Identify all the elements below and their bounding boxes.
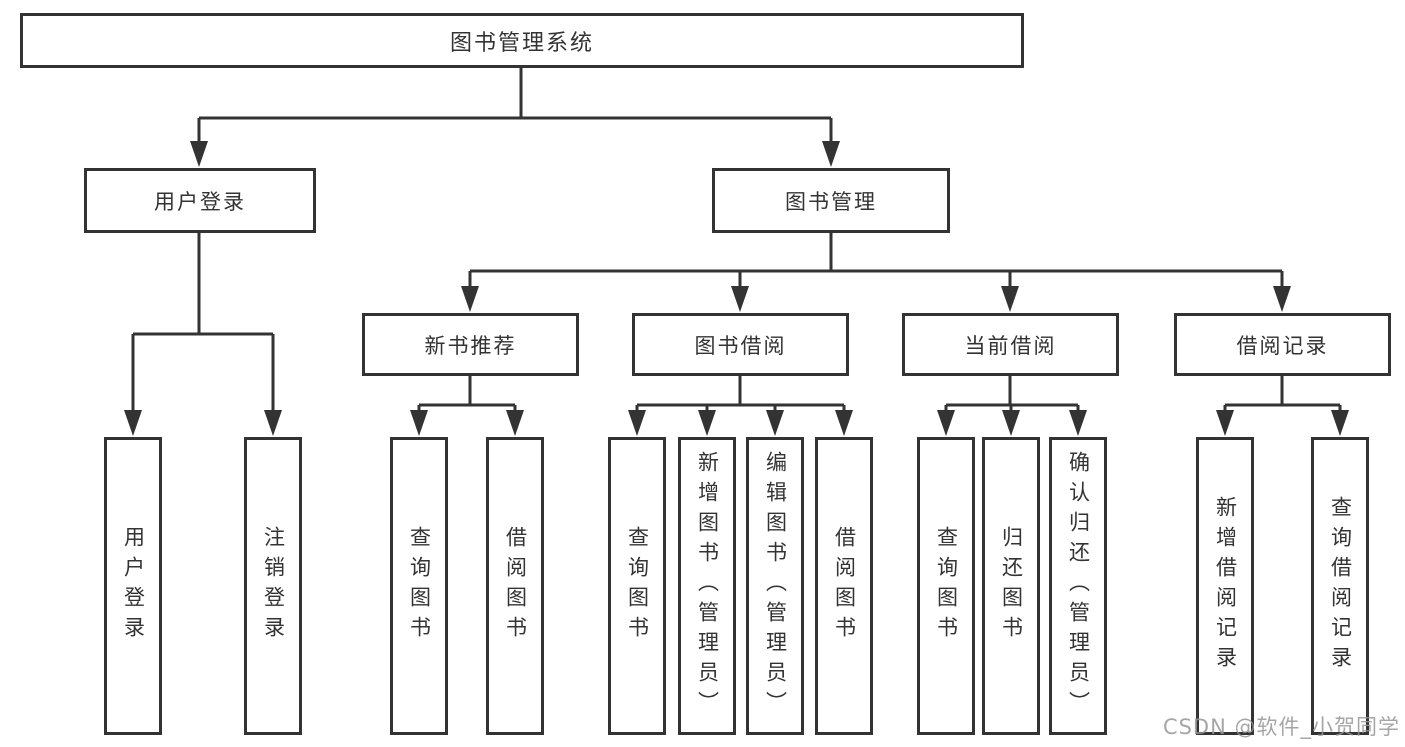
node-borrow-records: 借阅记录 (1174, 313, 1391, 376)
leaf-logout: 注销登录 (244, 437, 302, 735)
leaf-add-books-admin: 新增图书（管理员） (678, 437, 736, 735)
leaf-borrow-books-recommend: 借阅图书 (486, 437, 544, 735)
leaf-edit-books-admin: 编辑图书（管理员） (746, 437, 804, 735)
node-book-borrow: 图书借阅 (632, 313, 849, 376)
node-new-book-recommend: 新书推荐 (362, 313, 579, 376)
leaf-query-books-borrow: 查询图书 (608, 437, 666, 735)
node-user-login: 用户登录 (84, 168, 316, 233)
csdn-watermark: CSDN @软件_小贺同学 (1162, 715, 1400, 739)
leaf-confirm-return-admin: 确认归还（管理员） (1049, 437, 1107, 735)
leaf-borrow-books: 借阅图书 (815, 437, 873, 735)
leaf-query-books-current: 查询图书 (917, 437, 975, 735)
node-root-system: 图书管理系统 (20, 13, 1024, 68)
leaf-add-borrow-record: 新增借阅记录 (1196, 437, 1254, 735)
leaf-query-borrow-record: 查询借阅记录 (1311, 437, 1369, 735)
leaf-return-books: 归还图书 (982, 437, 1040, 735)
node-current-borrow: 当前借阅 (902, 313, 1119, 376)
arrowhead-icons (124, 141, 1349, 436)
node-book-management: 图书管理 (712, 168, 950, 233)
leaf-query-books-recommend: 查询图书 (390, 437, 448, 735)
leaf-user-login: 用户登录 (104, 437, 162, 735)
